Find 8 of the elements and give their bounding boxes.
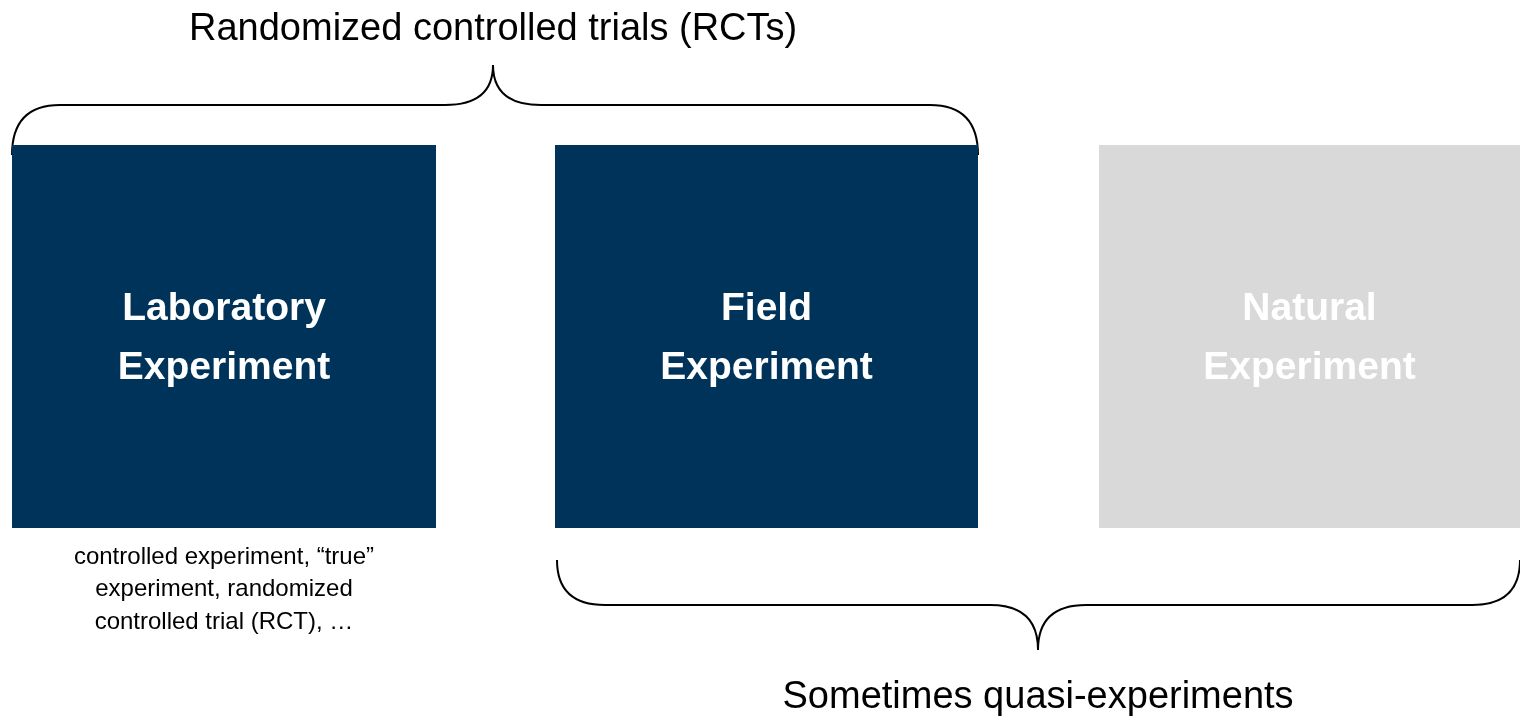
category-box (1099, 145, 1520, 528)
category-box (12, 145, 436, 528)
category-box (555, 145, 978, 528)
box-caption: controlled experiment, “true” experiment, randomized controlled trial (RCT), … (72, 541, 376, 636)
bracket-label: Sometimes quasi-experiments (782, 674, 1294, 717)
bracket-label: Randomized controlled trials (RCTs) (189, 6, 798, 49)
box-title: Field Experiment (659, 284, 874, 389)
box-title: Laboratory Experiment (116, 284, 332, 389)
